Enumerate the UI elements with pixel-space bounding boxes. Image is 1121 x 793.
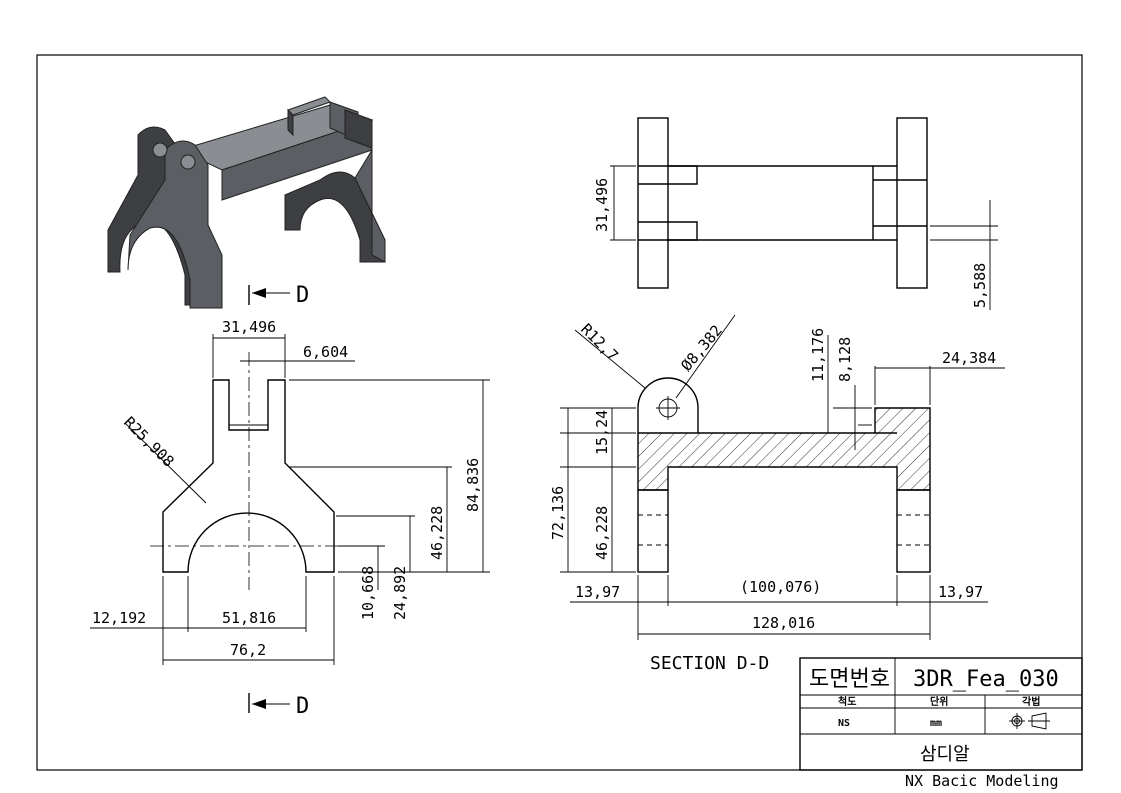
scale-value: NS: [838, 718, 850, 729]
dim-front-leg-height: 24,892: [391, 566, 409, 620]
dim-section-boss-height: 15,24: [593, 410, 611, 455]
section-marker-top: D: [248, 283, 309, 308]
dim-front-total-height: 84,836: [464, 458, 482, 512]
front-view-dimensions: 31,496 6,604 R25,908 84,836 46,228 24,89…: [92, 318, 482, 659]
section-letter-bottom: D: [296, 694, 309, 719]
dim-section-hole-diameter: Ø8,382: [677, 321, 726, 374]
isometric-view: [107, 96, 386, 309]
section-marker-bottom: D: [248, 693, 309, 719]
dim-section-total-length: 128,016: [752, 614, 815, 632]
scale-label: 척도: [838, 695, 856, 708]
dim-front-arch-radius: R25,908: [120, 413, 177, 470]
dim-front-arch-width: 51,816: [222, 609, 276, 627]
footer-text: NX Bacic Modeling: [905, 772, 1059, 790]
title-block: 도면번호 3DR_Fea_030 척도 단위 각법 NS mm 삼디알 NX B…: [799, 657, 1083, 790]
sheet-border: [36, 54, 1083, 771]
dim-front-total-width: 76,2: [230, 641, 266, 659]
top-view: [610, 117, 998, 310]
dim-front-leg-width: 12,192: [92, 609, 146, 627]
top-view-dimensions: 31,496 5,588: [593, 178, 989, 308]
dim-section-boss-radius: R12,7: [577, 320, 622, 365]
dim-top-offset: 5,588: [971, 263, 989, 308]
dim-front-shoulder-height: 46,228: [428, 506, 446, 560]
dim-front-center-height: 10,668: [359, 566, 377, 620]
projection-label: 각법: [1022, 695, 1040, 708]
dim-section-step-depth: 11,176: [809, 328, 827, 382]
section-caption: SECTION D-D: [650, 653, 769, 674]
dim-section-left-leg: 13,97: [575, 583, 620, 601]
unit-value: mm: [930, 718, 942, 729]
projection-symbol-icon: [1009, 712, 1050, 730]
section-view: [560, 314, 1005, 640]
drawing-no: 3DR_Fea_030: [913, 667, 1059, 692]
dim-top-slot-width: 31,496: [593, 178, 611, 232]
dim-section-inner-span: (100,076): [740, 578, 821, 596]
dim-section-step-height: 8,128: [836, 337, 854, 382]
dim-section-leg-height: 46,228: [593, 506, 611, 560]
part-name: 삼디알: [920, 744, 970, 765]
dim-front-slot-width: 31,496: [222, 318, 276, 336]
dim-section-step-length: 24,384: [942, 349, 996, 367]
front-view: [90, 334, 490, 665]
drawing-no-label: 도면번호: [809, 667, 890, 692]
section-letter-top: D: [296, 283, 309, 308]
dim-section-right-leg: 13,97: [938, 583, 983, 601]
unit-label: 단위: [930, 695, 948, 708]
dim-section-total-height: 72,136: [549, 486, 567, 540]
dim-front-slot-gap: 6,604: [303, 343, 348, 361]
